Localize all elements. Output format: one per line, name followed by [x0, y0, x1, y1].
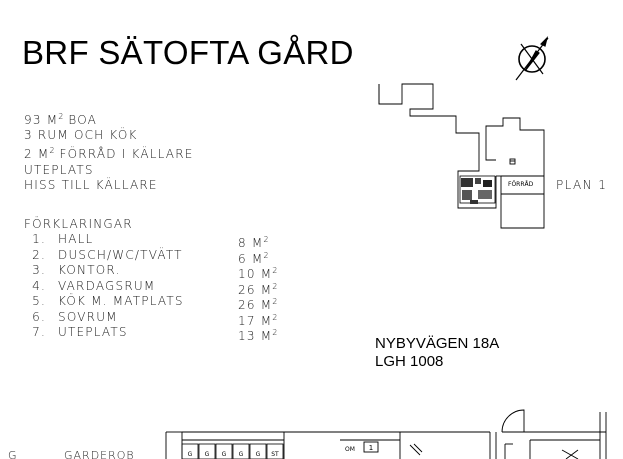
- info-rooms: 3 RUM OCH KÖK: [24, 128, 138, 143]
- address-apartment: LGH 1008: [375, 353, 444, 370]
- storage-box-label: G: [256, 451, 261, 458]
- storage-boxes: [181, 443, 284, 459]
- info-patio: UTEPLATS: [24, 162, 94, 177]
- floor-left-letter: G: [8, 449, 17, 459]
- info-elevator: HISS TILL KÄLLARE: [24, 177, 158, 192]
- legend-heading: FÖRKLARINGAR: [24, 217, 133, 231]
- om-label: OM: [345, 446, 355, 453]
- storage-box-label: G: [239, 451, 244, 458]
- compass-icon: [515, 36, 549, 81]
- closet-label: GARDEROB: [64, 449, 135, 459]
- room-number: 1: [369, 444, 373, 452]
- address-block: NYBYVÄGEN 18A LGH 1008: [375, 335, 499, 371]
- info-storage: 2 M2 FÖRRÅD I KÄLLARE: [24, 146, 194, 162]
- site-storage-label: FÖRRÅD: [508, 181, 534, 188]
- storage-box-label: G: [222, 451, 227, 458]
- storage-box-label: G: [188, 451, 193, 458]
- apartment-info: 93 M2 BOA 3 RUM OCH KÖK 2 M2 FÖRRÅD I KÄ…: [24, 109, 194, 193]
- legend-row: 3.KONTOR.10 M2: [32, 263, 278, 281]
- floor-plan: [165, 409, 607, 459]
- info-area: 93 M2 BOA: [24, 112, 98, 127]
- storage-box-label: ST: [271, 451, 279, 458]
- apartment-highlight: [459, 175, 496, 204]
- storage-box-label: G: [205, 451, 210, 458]
- plan-label: PLAN 1: [556, 178, 608, 192]
- site-plan: [378, 83, 545, 229]
- address-street: NYBYVÄGEN 18A: [375, 335, 500, 352]
- document-title: BRF SÄTOFTA GÅRD: [22, 34, 354, 71]
